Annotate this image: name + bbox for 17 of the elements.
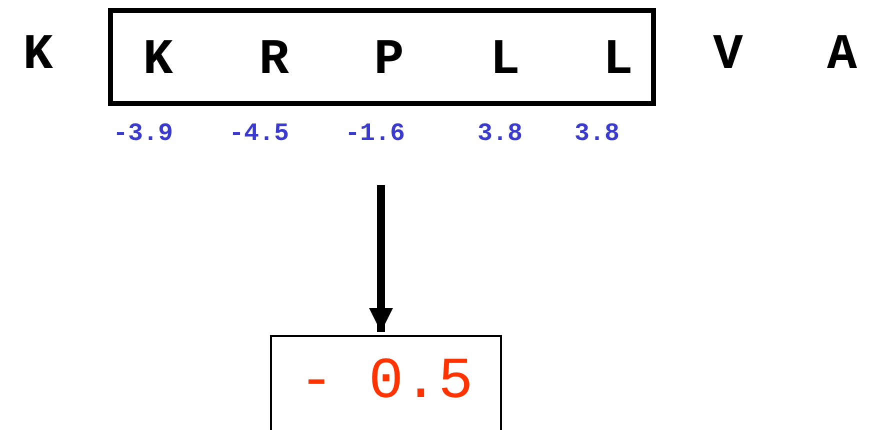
residue-letter: L <box>490 33 520 89</box>
residue-letter: A <box>827 28 857 84</box>
residue-letter: L <box>603 33 633 89</box>
residue-letter: P <box>374 33 404 89</box>
residue-letter: K <box>143 33 173 89</box>
arrow <box>369 185 393 332</box>
sequence-window-box <box>108 8 656 106</box>
hydropathy-value: 3.8 <box>574 120 620 148</box>
average-value: - 0.5 <box>298 349 474 417</box>
hydropathy-value: -4.5 <box>229 120 289 148</box>
hydropathy-value: -3.9 <box>113 120 173 148</box>
hydropathy-value: 3.8 <box>478 120 522 148</box>
result-box <box>270 335 502 430</box>
residue-letter: R <box>259 33 289 89</box>
hydropathy-value: -1.6 <box>345 120 405 148</box>
residue-letter: V <box>713 28 743 84</box>
residue-letter: K <box>23 28 53 84</box>
